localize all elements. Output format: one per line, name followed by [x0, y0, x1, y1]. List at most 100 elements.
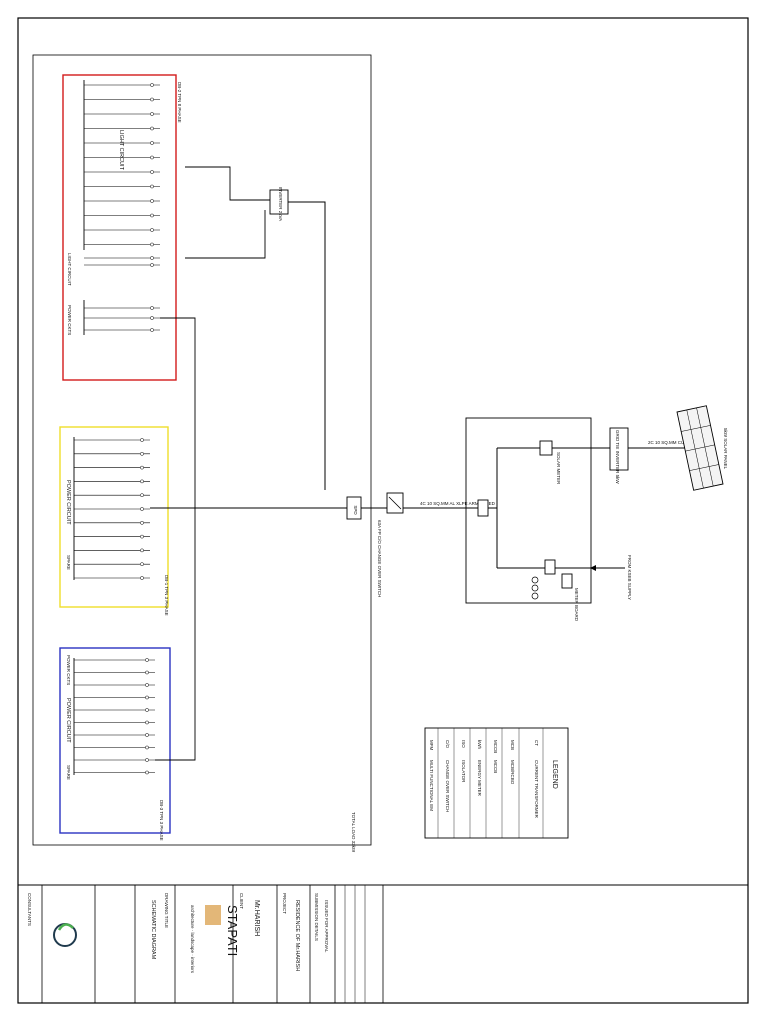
- utility-label: FROM KSEB SUPPLY: [627, 555, 632, 600]
- consultants-label: CONSULTANTS: [27, 893, 32, 926]
- breaker-icon: [150, 155, 154, 160]
- legend-label: MCB/RCBO: [510, 760, 515, 785]
- project-label: PROJECT: [282, 893, 287, 914]
- project-name: RESIDENCE OF Mr.HARISH: [294, 900, 300, 971]
- consultant-logo-accent: [57, 923, 74, 931]
- legend-symbol: ISO: [461, 740, 466, 748]
- legend-label: CURRENT TRANSFORMER: [534, 760, 539, 819]
- breaker-icon: [145, 683, 149, 687]
- client-label: CLIENT: [239, 893, 244, 909]
- solar-panel-icon: [676, 405, 724, 491]
- breaker-icon: [150, 170, 154, 174]
- legend-label: ISOLATOR: [461, 760, 466, 783]
- breaker-icon: [150, 199, 154, 203]
- breaker-icon: [150, 112, 154, 116]
- meter-board-frame: [465, 417, 592, 604]
- breaker-icon: [145, 770, 149, 775]
- inverter-box: [269, 189, 289, 215]
- light-circuit-rows: [84, 83, 160, 332]
- breaker-icon: [140, 548, 144, 553]
- status-value: ISSUED FOR APPROVAL: [324, 900, 329, 953]
- breaker-icon: [150, 184, 154, 189]
- blue-panel-spare: SPARE: [66, 765, 71, 780]
- company-name: STAPATI: [225, 905, 240, 956]
- red-panel-sub: LIGHT CIRCUIT: [67, 253, 72, 286]
- company-tagline: architecture · landscape · interiors: [190, 905, 195, 974]
- breaker-icon: [140, 562, 144, 567]
- wire-inverter-in: [185, 166, 270, 201]
- legend-label: CHANGE OVER SWITCH: [445, 760, 450, 812]
- legend-symbol: MCCB: [493, 740, 498, 753]
- legend-box: [424, 727, 569, 839]
- breaker-icon: [140, 465, 144, 470]
- breaker-icon: [150, 263, 154, 267]
- breaker-icon: [145, 745, 149, 750]
- legend-title: LEGEND: [551, 760, 558, 789]
- ct-icon-3: [531, 592, 539, 600]
- breaker-icon: [150, 83, 154, 87]
- breaker-icon: [150, 328, 154, 332]
- spd-label: SPD: [353, 505, 358, 515]
- main-isolator: [477, 499, 489, 517]
- legend-symbol: MCB: [510, 740, 515, 750]
- red-panel-power: POWER CKTS: [67, 305, 72, 335]
- breaker-icon: [140, 479, 144, 484]
- red-panel-title: LIGHT CIRCUIT: [118, 130, 124, 171]
- legend-items: CT CURRENT TRANSFORMER MCB MCB/RCBO MCCB MCCB…: [429, 728, 544, 838]
- blue-panel-power: POWER CKTS: [66, 655, 71, 685]
- sheet-border: [17, 17, 749, 1004]
- breaker-icon: [150, 316, 154, 320]
- total-load-label: TOTAL LOAD 32kW: [351, 812, 356, 853]
- breaker-icon: [140, 438, 144, 442]
- db2-tag: DB-1 TPN 3 PHASE: [164, 575, 169, 616]
- changeover-icon: [388, 496, 402, 510]
- breaker-icon: [145, 733, 149, 737]
- solar-meter: [539, 440, 553, 456]
- breaker-icon: [140, 507, 144, 511]
- legend-label: ENERGY METER: [477, 760, 482, 797]
- drawing-title-label: DRAWING TITLE: [164, 893, 169, 928]
- utility-arrow-icon: [590, 565, 596, 571]
- breaker-icon: [150, 228, 154, 232]
- breaker-icon: [145, 658, 149, 662]
- solar-meter-label: SOLAR METER: [556, 452, 561, 485]
- wire-main-riser: [288, 201, 326, 490]
- breaker-icon: [145, 720, 149, 725]
- breaker-icon: [145, 695, 149, 700]
- changeover-label: 63A FP C/O CHANGE OVER SWITCH: [377, 520, 382, 597]
- spd-box: [346, 496, 362, 520]
- breaker-icon: [140, 493, 144, 498]
- client-name: Mr.HARISH: [253, 900, 260, 936]
- solar-panel-label: 5kW SOLAR PANEL: [723, 428, 728, 470]
- db1-tag: DB-2 TPN 8 PHASE: [177, 82, 182, 123]
- grid-tie-inverter: [609, 427, 629, 471]
- breaker-icon: [150, 126, 154, 131]
- legend-symbol: kWh: [477, 740, 482, 749]
- legend-label: MCCB: [493, 760, 498, 773]
- db3-tag: DB-3 TPN 3 PHASE: [159, 800, 164, 841]
- breaker-icon: [145, 758, 149, 762]
- meter-board-label: METER BOARD: [574, 588, 579, 622]
- power-circuit-rows-2: [74, 658, 155, 775]
- wire-inverter-out: [185, 210, 266, 259]
- grid-inverter-label: GRID TIE INVERTER 5kW: [615, 430, 620, 484]
- main-cable-label: 4C 10 SQ.MM AL XLPE ARMOURED: [420, 501, 496, 506]
- breaker-icon: [140, 520, 144, 525]
- yellow-panel-title: POWER CIRCUIT: [65, 480, 71, 525]
- legend-symbol: C/O: [445, 740, 450, 749]
- breaker-icon: [145, 708, 149, 712]
- ct-icon-2: [531, 584, 539, 592]
- breaker-icon: [150, 97, 154, 102]
- utility-meter: [544, 559, 556, 575]
- breaker-icon: [150, 141, 154, 145]
- light-circuit-panel: [62, 74, 177, 381]
- breaker-icon: [150, 256, 154, 260]
- drawing-title: SCHEMATIC DIAGRAM: [150, 900, 156, 960]
- meter-board-meter: [561, 573, 573, 589]
- power-circuit-panel: [59, 426, 169, 608]
- power-circuit-panel-2: [59, 647, 171, 834]
- legend-symbol: CT: [534, 740, 539, 746]
- yellow-panel-spare: SPARE: [66, 555, 71, 570]
